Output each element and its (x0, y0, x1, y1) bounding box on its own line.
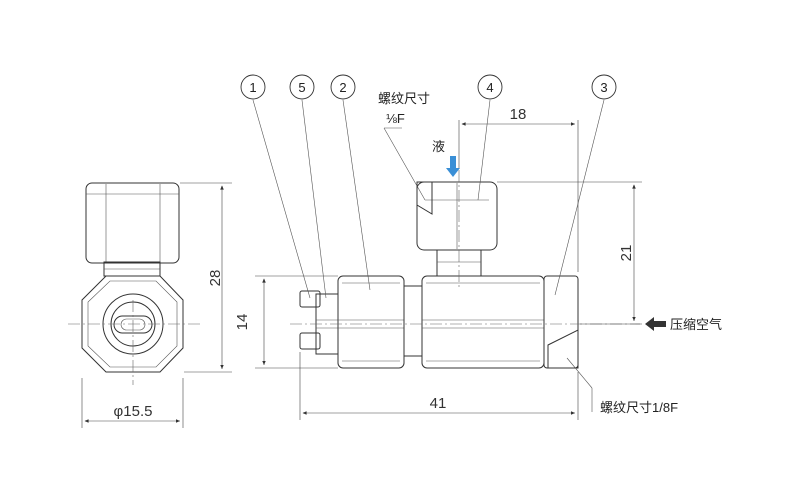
callout-2: 2 (330, 74, 356, 100)
dim-length-41: 41 (430, 395, 447, 412)
callout-5: 5 (289, 74, 315, 100)
callout-3: 3 (591, 74, 617, 100)
dim-diameter: φ15.5 (114, 403, 153, 420)
side-view-dimensions: 28 φ15.5 (81, 182, 232, 428)
air-flow-arrow (645, 317, 666, 331)
liquid-label: 液 (432, 139, 445, 154)
svg-text:4: 4 (486, 80, 493, 95)
svg-text:2: 2 (339, 80, 346, 95)
thread-size-label-top: 螺纹尺寸 (378, 91, 430, 106)
thread-size-label-bottom: 螺纹尺寸1/8F (600, 400, 678, 415)
dim-width-18: 18 (510, 106, 527, 123)
side-view (68, 182, 200, 385)
compressed-air-label: 压缩空气 (670, 317, 722, 332)
dim-height-21: 21 (618, 245, 635, 262)
svg-text:5: 5 (298, 80, 305, 95)
front-view-dimensions: 14 41 18 21 (234, 106, 642, 420)
dim-height-28: 28 (207, 270, 224, 287)
dim-height-14: 14 (234, 314, 251, 331)
svg-text:1: 1 (249, 80, 256, 95)
thread-size-value-top: ⅛F (386, 111, 405, 126)
leader-lines (252, 99, 605, 412)
liquid-flow-arrow (446, 156, 460, 177)
svg-text:3: 3 (600, 80, 607, 95)
callout-4: 4 (477, 74, 503, 100)
front-view (290, 170, 640, 369)
callout-1: 1 (240, 74, 266, 100)
